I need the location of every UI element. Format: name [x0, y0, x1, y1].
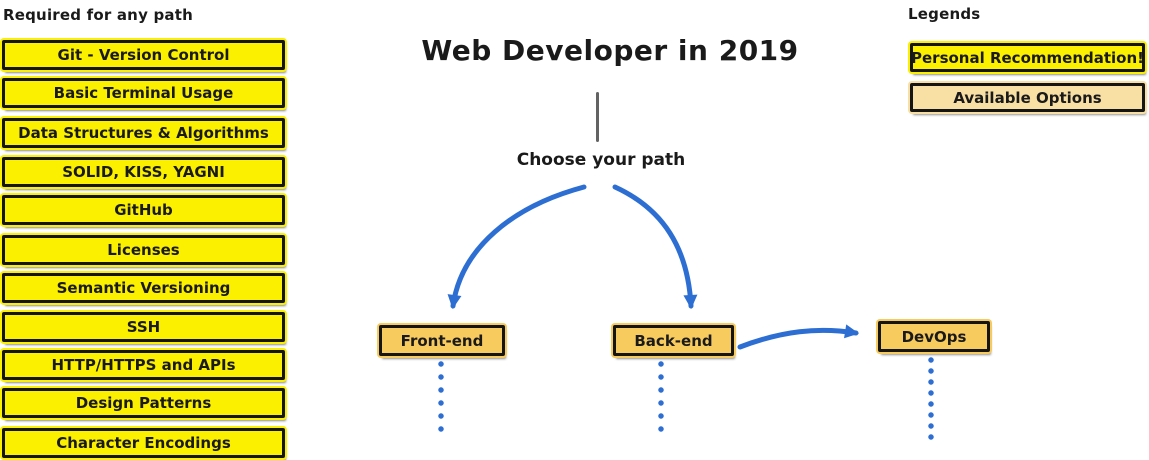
- required-item-ssh: SSH: [2, 312, 285, 342]
- title-divider-line: [596, 92, 599, 142]
- page-title: Web Developer in 2019: [421, 34, 799, 67]
- required-item-solid-kiss-yagni: SOLID, KISS, YAGNI: [2, 157, 285, 187]
- backend-continuation-dots-icon: [658, 361, 664, 436]
- required-item-git: Git - Version Control: [2, 40, 285, 70]
- arrow-to-backend-icon: [612, 184, 698, 309]
- path-node-backend: Back-end: [613, 325, 734, 356]
- frontend-continuation-dots-icon: [438, 361, 444, 436]
- required-item-character-encodings: Character Encodings: [2, 428, 285, 458]
- required-item-semantic-versioning: Semantic Versioning: [2, 273, 285, 303]
- required-item-data-structures: Data Structures & Algorithms: [2, 118, 285, 148]
- required-heading: Required for any path: [3, 6, 193, 24]
- legend-available-options: Available Options: [910, 83, 1145, 112]
- legend-personal-recommendation: Personal Recommendation!: [910, 43, 1145, 72]
- path-node-frontend: Front-end: [379, 325, 505, 356]
- choose-path-label: Choose your path: [516, 150, 686, 170]
- arrow-to-frontend-icon: [447, 184, 587, 309]
- legends-heading: Legends: [908, 5, 981, 23]
- required-item-github: GitHub: [2, 195, 285, 225]
- path-node-devops: DevOps: [878, 321, 990, 352]
- devops-continuation-dots-icon: [928, 357, 934, 443]
- arrow-backend-to-devops-icon: [737, 324, 859, 350]
- required-item-design-patterns: Design Patterns: [2, 388, 285, 418]
- required-item-http-apis: HTTP/HTTPS and APIs: [2, 350, 285, 380]
- required-item-licenses: Licenses: [2, 235, 285, 265]
- required-item-terminal: Basic Terminal Usage: [2, 78, 285, 108]
